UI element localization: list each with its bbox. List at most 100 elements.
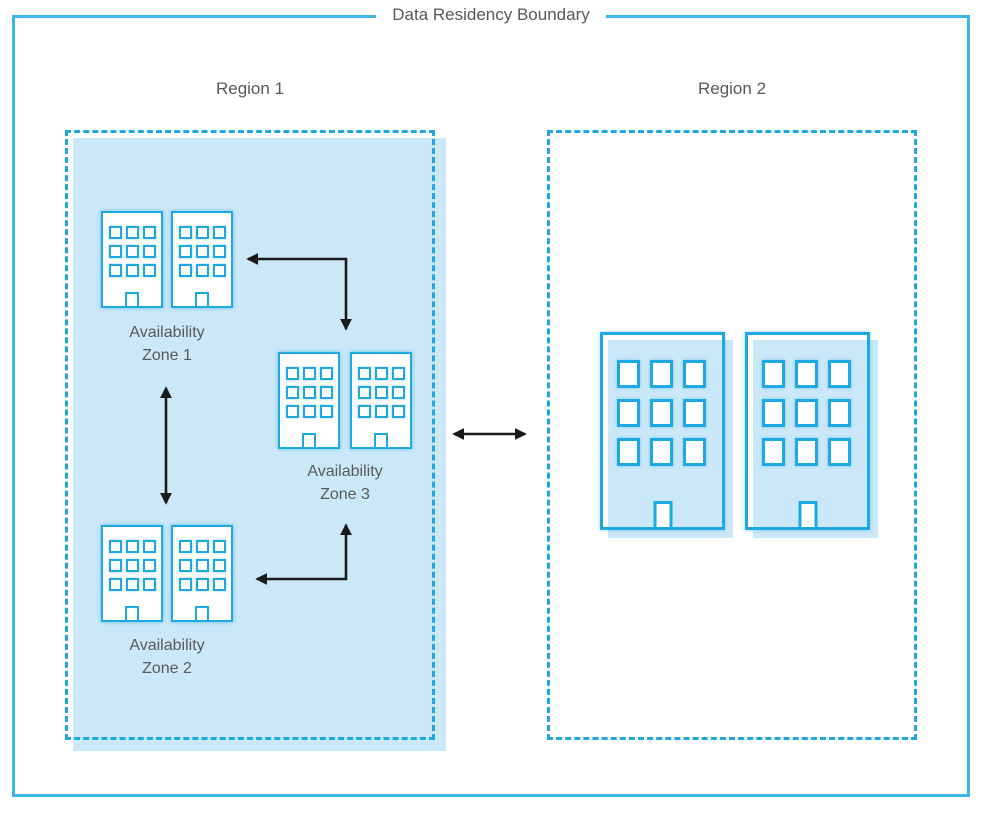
building-window [142,264,156,277]
building-window [125,264,139,277]
building-window [125,578,139,591]
building-window [302,405,316,418]
diagram-title: Data Residency Boundary [12,4,970,26]
building-window [108,540,122,553]
building-icon [278,352,340,449]
building-window [795,438,818,466]
building-door [653,501,672,527]
building-window [212,226,226,239]
building-window [650,399,673,427]
building-door [798,501,817,527]
az-label-line2: Zone 1 [142,347,192,364]
building-window [125,245,139,258]
building-window [195,540,209,553]
building-window [302,367,316,380]
az-label-line1: Availability [129,637,205,654]
building-window [617,438,640,466]
building-icon [101,211,163,308]
building-window [142,578,156,591]
building-window [108,264,122,277]
building-windows [103,213,161,277]
building-window [125,540,139,553]
building-window [762,360,785,388]
building-window [142,245,156,258]
building-window [195,264,209,277]
region-2-box [547,130,917,740]
building-window [212,264,226,277]
az-label-line1: Availability [129,324,205,341]
building-window [212,540,226,553]
building-window [178,264,192,277]
building-window [178,226,192,239]
building-window [212,559,226,572]
building-window [357,386,371,399]
building-window [108,578,122,591]
availability-zone-1-label: Availability Zone 1 [67,321,267,367]
building-window [178,540,192,553]
building-door [125,606,139,620]
building-window [195,578,209,591]
building-window [125,559,139,572]
building-window [828,399,851,427]
building-icon [350,352,412,449]
building-window [142,226,156,239]
building-window [285,367,299,380]
building-window [285,405,299,418]
building-window [374,386,388,399]
building-window [142,559,156,572]
building-window [178,559,192,572]
availability-zone-3-label: Availability Zone 3 [245,460,445,506]
building-icon-large [600,332,725,530]
building-window [795,399,818,427]
building-window [683,399,706,427]
building-door [125,292,139,306]
diagram-title-text: Data Residency Boundary [376,4,606,26]
building-window [212,578,226,591]
building-windows [173,213,231,277]
building-icon [101,525,163,622]
building-window [374,405,388,418]
building-window [762,438,785,466]
building-window [108,245,122,258]
building-window [683,438,706,466]
building-window [683,360,706,388]
building-window [650,360,673,388]
building-window [650,438,673,466]
building-icon [171,211,233,308]
building-window [319,386,333,399]
building-window [357,367,371,380]
building-window [178,245,192,258]
building-window [391,367,405,380]
building-windows [352,354,410,418]
building-window [319,405,333,418]
building-window [108,226,122,239]
building-window [195,245,209,258]
building-window [302,386,316,399]
region-1-box [65,130,435,740]
availability-zone-2-label: Availability Zone 2 [67,634,267,680]
building-window [391,386,405,399]
building-window [391,405,405,418]
building-window [125,226,139,239]
building-windows [280,354,338,418]
building-windows [173,527,231,591]
region-2-label: Region 2 [697,79,767,98]
building-window [762,399,785,427]
building-window [374,367,388,380]
az-label-line2: Zone 3 [320,486,370,503]
az-label-line2: Zone 2 [142,660,192,677]
building-window [617,399,640,427]
building-window [212,245,226,258]
building-window [319,367,333,380]
building-door [195,606,209,620]
building-window [108,559,122,572]
building-window [617,360,640,388]
az-label-line1: Availability [307,463,383,480]
building-window [142,540,156,553]
building-window [828,360,851,388]
building-window [357,405,371,418]
building-windows [748,335,867,466]
building-window [195,226,209,239]
building-windows [103,527,161,591]
building-window [285,386,299,399]
